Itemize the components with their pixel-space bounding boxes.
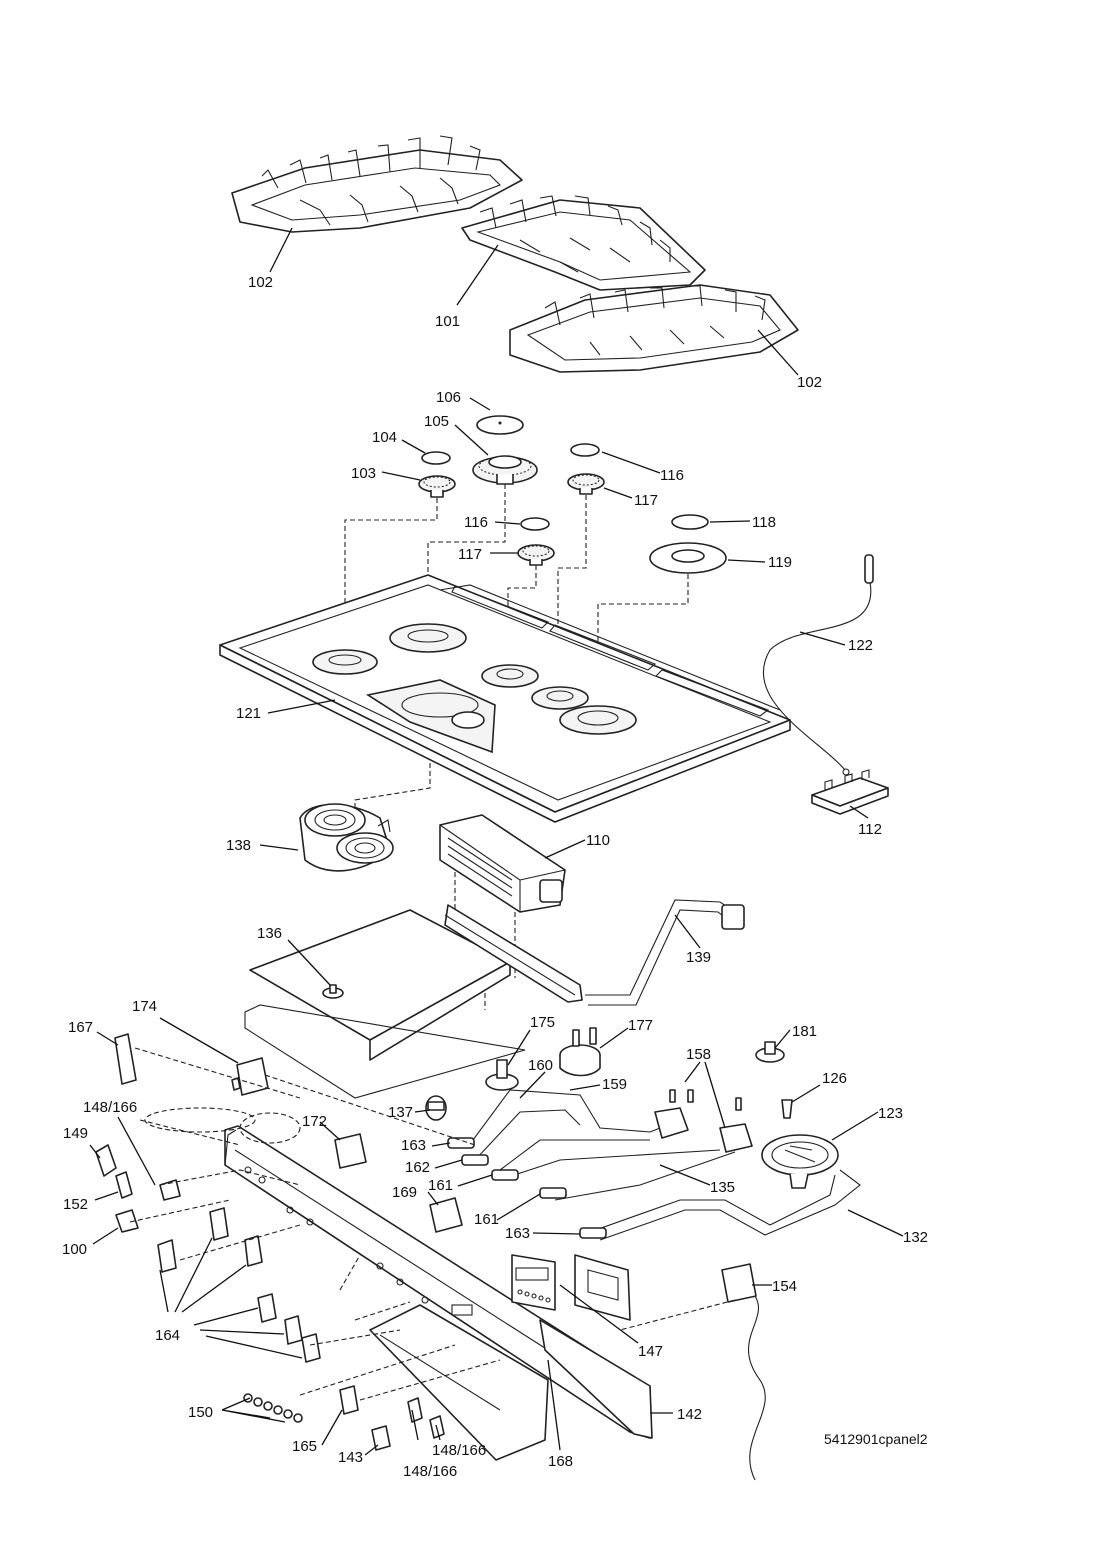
label-132: 132 (903, 1229, 928, 1246)
switch-169 (429, 1197, 463, 1233)
burner-123 (761, 1134, 839, 1189)
ignition-wire-122 (762, 554, 874, 776)
label-164: 164 (155, 1327, 180, 1344)
leader-lines (89, 227, 904, 1456)
spark-module-112 (811, 769, 889, 815)
label-163a: 163 (401, 1137, 426, 1154)
igniter-137 (425, 1095, 447, 1121)
burner-head-117-lower (517, 544, 555, 566)
burner-cap-118 (671, 514, 709, 530)
label-169: 169 (392, 1184, 417, 1201)
label-122: 122 (848, 637, 873, 654)
label-149: 149 (63, 1125, 88, 1142)
grommet-181 (755, 1041, 785, 1063)
burner-head-117-upper (567, 473, 605, 495)
label-104: 104 (372, 429, 397, 446)
label-117b: 117 (458, 546, 482, 563)
bracket-167 (114, 1033, 137, 1085)
knobs (95, 1144, 445, 1451)
gas-valves (447, 1089, 861, 1241)
label-112: 112 (858, 821, 882, 838)
label-123: 123 (878, 1105, 903, 1122)
burner-box-136 (244, 909, 526, 1099)
label-168: 168 (548, 1453, 573, 1470)
label-116b: 116 (464, 514, 488, 531)
regulator-177 (559, 1027, 601, 1077)
label-110: 110 (586, 832, 610, 849)
label-126: 126 (822, 1070, 847, 1087)
label-177: 177 (628, 1017, 653, 1034)
label-117a: 117 (634, 492, 658, 509)
label-167: 167 (68, 1019, 93, 1036)
label-148-166b: 148/166 (403, 1463, 457, 1480)
label-158: 158 (686, 1046, 711, 1063)
label-159: 159 (602, 1076, 627, 1093)
burner-cap-116-lower (520, 517, 550, 531)
reference-code: 5412901cpanel2 (824, 1431, 928, 1447)
part-labels: 102 101 102 106 105 104 103 116 117 116 … (62, 274, 928, 1480)
label-148-166a: 148/166 (83, 1099, 137, 1116)
cooktop-121 (219, 574, 791, 823)
grate-right (509, 284, 799, 373)
label-160: 160 (528, 1057, 553, 1074)
label-181: 181 (792, 1023, 817, 1040)
label-142: 142 (677, 1406, 702, 1423)
label-105: 105 (424, 413, 449, 430)
grate-left (231, 135, 523, 233)
gas-tube-139 (585, 899, 745, 1006)
label-147: 147 (638, 1343, 663, 1360)
radiant-element-138 (299, 803, 394, 872)
label-148-166c: 148/166 (432, 1442, 486, 1459)
label-100: 100 (62, 1241, 87, 1258)
label-118: 118 (752, 514, 776, 531)
orifice-126 (781, 1099, 793, 1119)
label-102a: 102 (248, 274, 273, 291)
label-106: 106 (436, 389, 461, 406)
label-143: 143 (338, 1449, 363, 1466)
manifold-rail (444, 904, 583, 1003)
switch-172 (334, 1133, 367, 1169)
label-119: 119 (768, 554, 792, 571)
label-152: 152 (63, 1196, 88, 1213)
burner-cap-116-upper (570, 443, 600, 457)
label-165: 165 (292, 1438, 317, 1455)
switch-154 (721, 1263, 766, 1481)
burner-cap-106 (476, 415, 524, 435)
label-163b: 163 (505, 1225, 530, 1242)
label-103: 103 (351, 465, 376, 482)
burner-ring-119 (649, 542, 727, 574)
label-138: 138 (226, 837, 251, 854)
blower-110 (439, 814, 566, 913)
label-101: 101 (435, 313, 460, 330)
label-121: 121 (236, 705, 261, 722)
clock-147 (511, 1254, 631, 1321)
label-161b: 161 (474, 1211, 499, 1228)
label-172: 172 (302, 1113, 327, 1130)
burner-cap-104 (421, 451, 451, 465)
label-102b: 102 (797, 374, 822, 391)
label-161a: 161 (428, 1177, 453, 1194)
grate-center (461, 195, 706, 291)
fitting-175 (485, 1059, 519, 1091)
label-174: 174 (132, 998, 157, 1015)
label-150: 150 (188, 1404, 213, 1421)
burner-head-105 (472, 455, 538, 485)
label-175: 175 (530, 1014, 555, 1031)
burner-head-103 (418, 475, 456, 498)
label-162: 162 (405, 1159, 430, 1176)
side-bracket-142 (539, 1319, 653, 1439)
label-135: 135 (710, 1179, 735, 1196)
switch-174 (231, 1057, 269, 1096)
label-139: 139 (686, 949, 711, 966)
label-154: 154 (772, 1278, 797, 1295)
buttons-150 (243, 1393, 303, 1423)
label-116a: 116 (660, 467, 684, 484)
label-137: 137 (388, 1104, 413, 1121)
label-136: 136 (257, 925, 282, 942)
